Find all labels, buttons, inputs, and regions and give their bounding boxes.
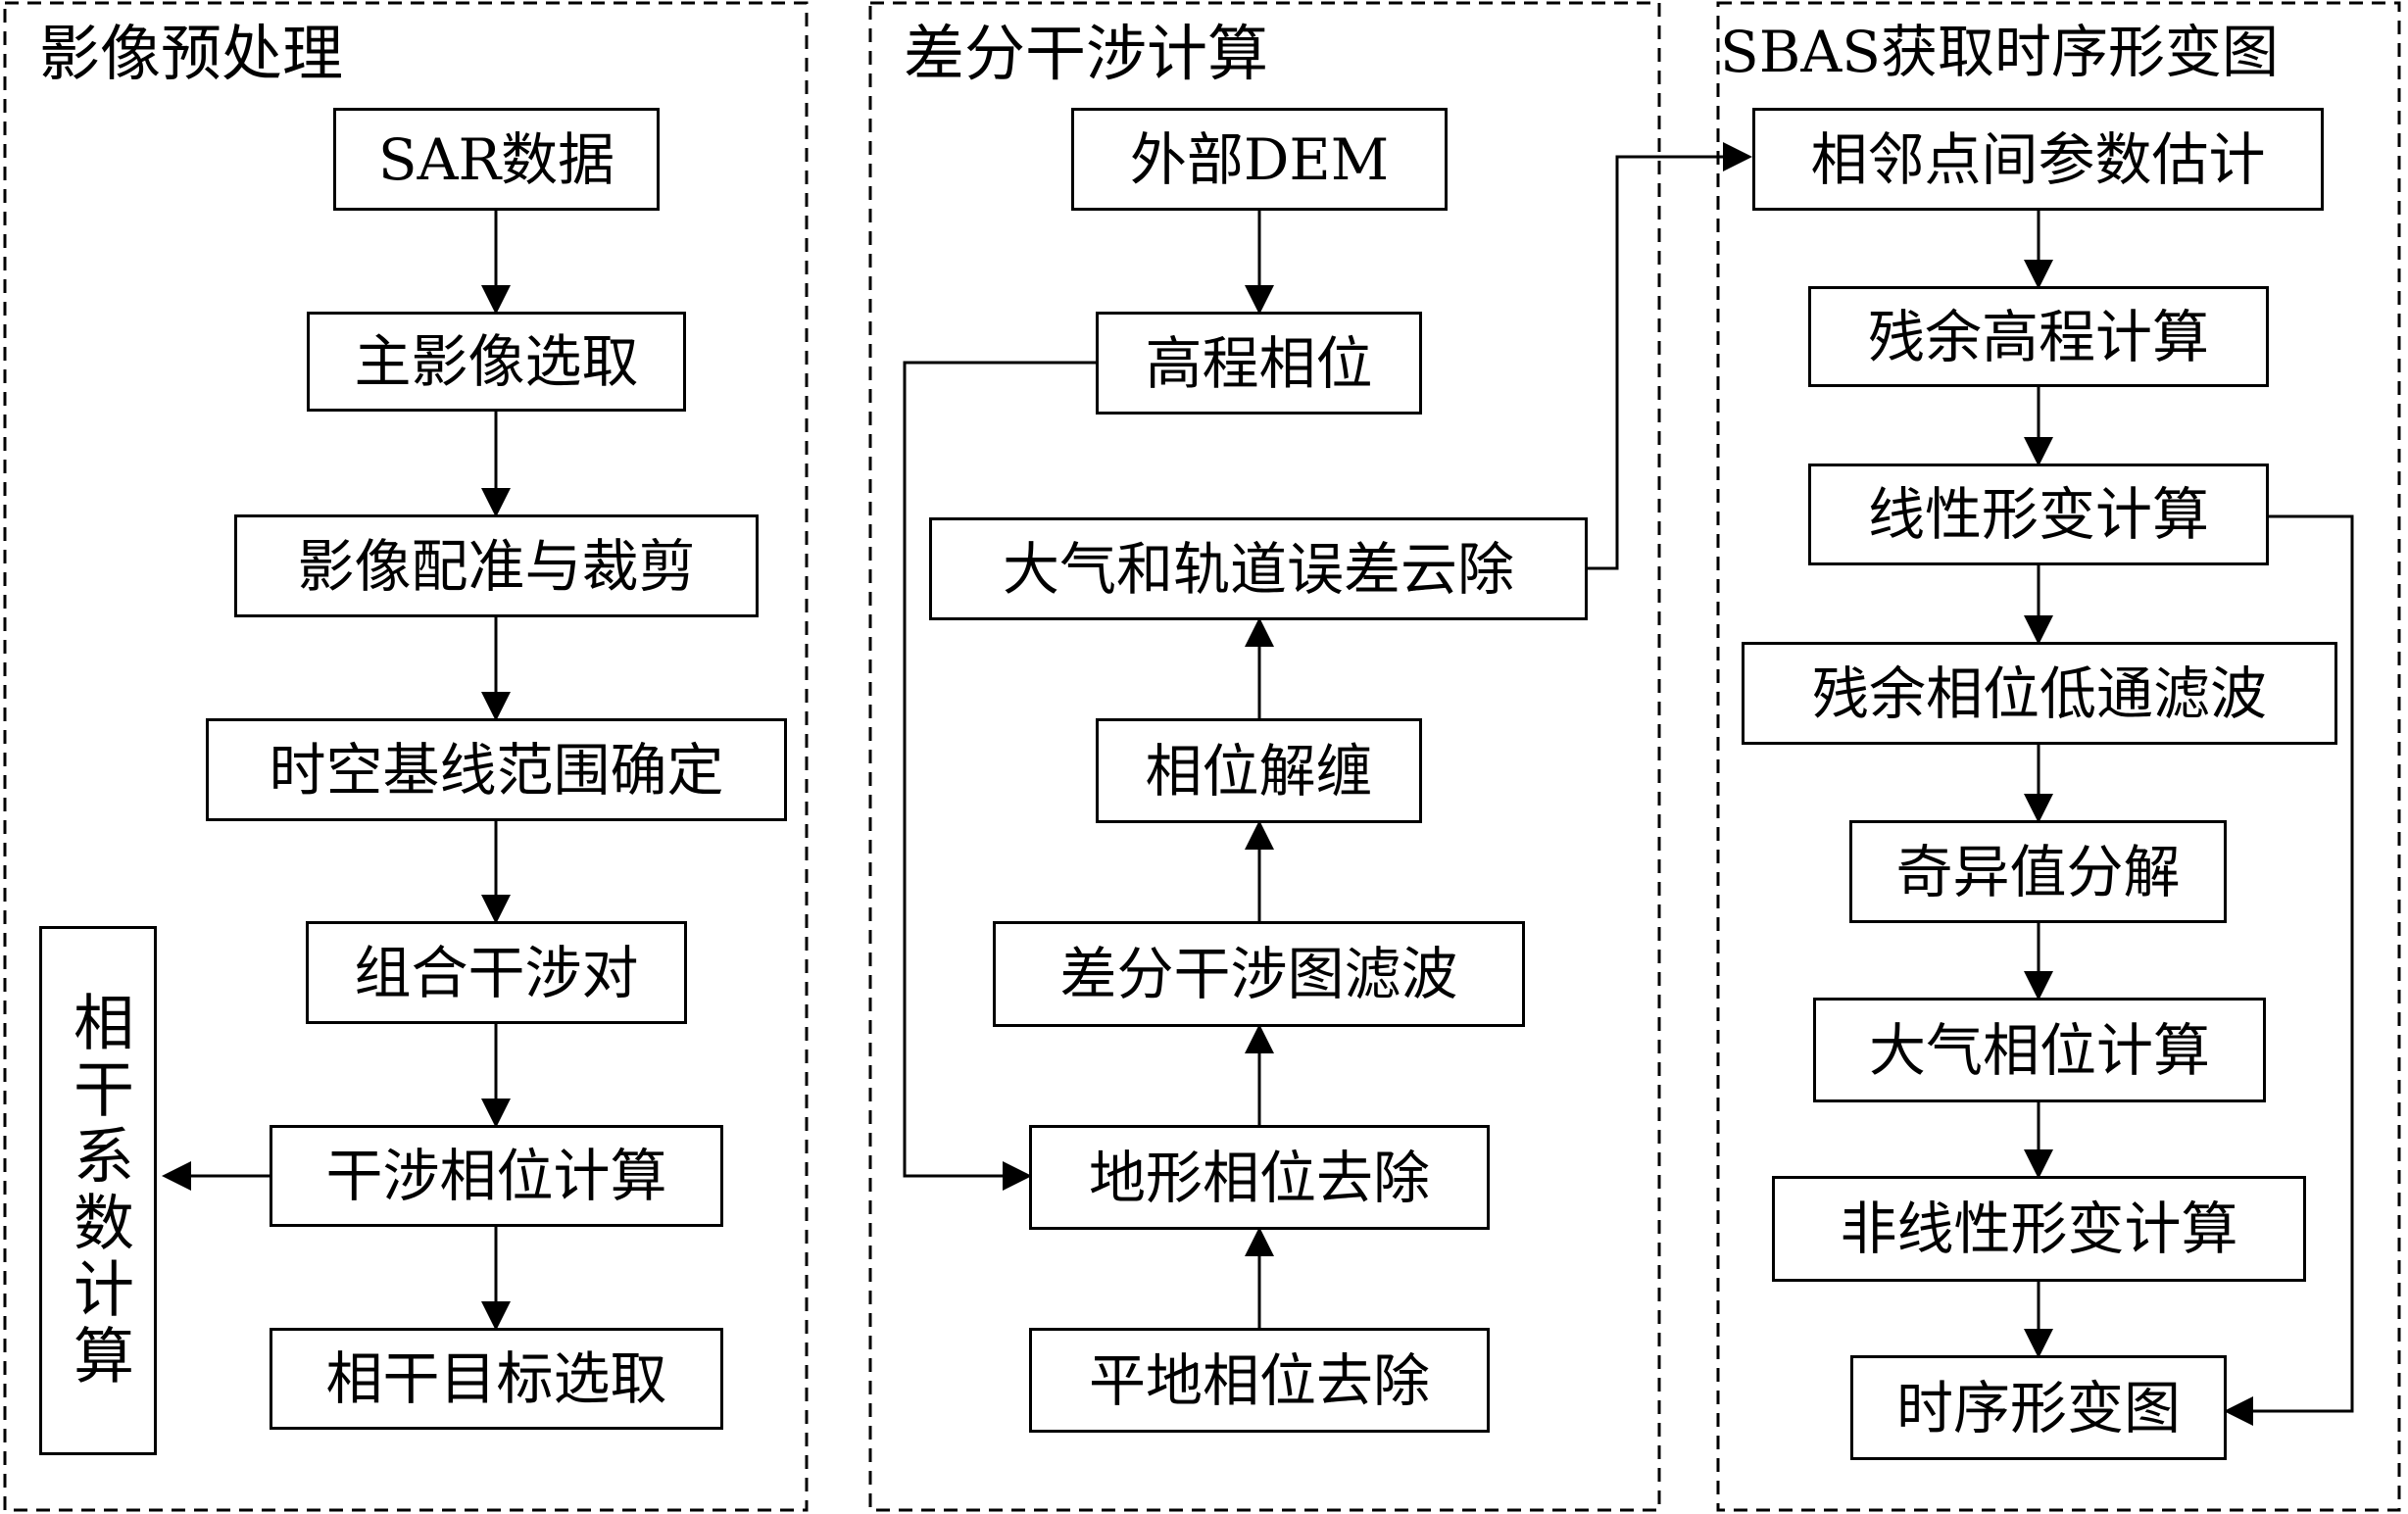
panel-frame-sbas [1716,1,2401,1512]
nonlinear-deformation-box: 非线性形变计算 [1772,1176,2306,1282]
arrow-elevation-to-topo [903,361,1096,1191]
sar-data-box: SAR数据 [333,108,660,211]
flat-phase-removal-box: 平地相位去除 [1029,1328,1490,1433]
panel-frame-dinsar [868,1,1661,1512]
timeseries-map-box: 时序形变图 [1850,1355,2227,1460]
master-select-box: 主影像选取 [307,312,686,412]
interferogram-filter-box: 差分干涉图滤波 [993,921,1525,1027]
residual-lowpass-box: 残余相位低通滤波 [1742,642,2337,745]
baseline-range-box: 时空基线范围确定 [206,718,787,821]
arrow-atmo-to-sbas [1588,142,1752,570]
pair-combination-box: 组合干涉对 [306,921,687,1024]
linear-deformation-box: 线性形变计算 [1808,464,2269,565]
panel-title-preprocess: 影像预处理 [39,18,344,89]
phase-unwrapping-box: 相位解缠 [1096,718,1422,823]
coherence-calc-box: 相干系数计算 [39,926,157,1455]
atmo-phase-box: 大气相位计算 [1813,998,2266,1102]
neighbor-estimation-box: 相邻点间参数估计 [1752,108,2324,211]
panel-title-sbas: SBAS获取时序形变图 [1720,19,2279,85]
svd-box: 奇异值分解 [1849,820,2227,923]
topo-phase-removal-box: 地形相位去除 [1029,1125,1490,1230]
arrow-linear-to-timeseries [2224,514,2354,1426]
coherent-target-box: 相干目标选取 [270,1328,723,1430]
panel-frame-preprocess [3,1,809,1512]
panel-title-dinsar: 差分干涉计算 [904,18,1269,89]
atmo-orbit-removal-box: 大气和轨道误差云除 [929,517,1588,620]
residual-height-box: 残余高程计算 [1808,286,2269,387]
interferometric-phase-box: 干涉相位计算 [270,1125,723,1227]
external-dem-box: 外部DEM [1071,108,1448,211]
coregistration-box: 影像配准与裁剪 [234,514,759,617]
elevation-phase-box: 高程相位 [1096,312,1422,415]
